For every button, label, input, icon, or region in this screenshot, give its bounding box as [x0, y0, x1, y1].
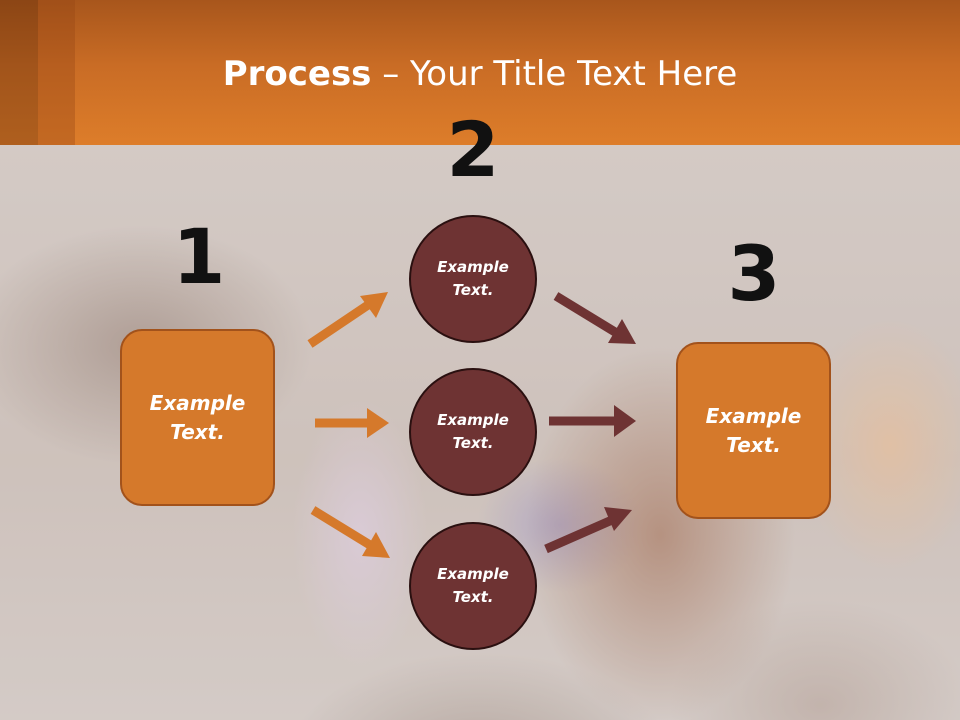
- step-number-1: 1: [172, 212, 226, 301]
- left-box-text: Example Text.: [149, 390, 246, 444]
- arrow-to-circle-bottom: [310, 506, 390, 558]
- circle-bottom[interactable]: Example Text.: [409, 522, 537, 650]
- circle-bottom-text: Example Text.: [437, 565, 509, 606]
- slide-title: Process – Your Title Text Here: [0, 52, 960, 96]
- arrow-to-circle-top: [307, 292, 388, 348]
- circle-top-text: Example Text.: [437, 258, 509, 299]
- header-stripe-light: [38, 0, 75, 145]
- right-process-box[interactable]: Example Text.: [676, 342, 831, 519]
- circle-middle[interactable]: Example Text.: [409, 368, 537, 496]
- arrow-from-circle-middle: [549, 405, 636, 437]
- title-rest: – Your Title Text Here: [371, 54, 738, 94]
- step-number-2: 2: [446, 105, 500, 194]
- title-bold: Process: [222, 54, 372, 94]
- header-bar: Process – Your Title Text Here: [0, 0, 960, 145]
- circle-middle-text: Example Text.: [437, 411, 509, 452]
- arrow-to-circle-middle: [315, 408, 389, 438]
- header-stripe-dark: [0, 0, 38, 145]
- right-box-text: Example Text.: [705, 403, 802, 457]
- step-number-3: 3: [727, 229, 781, 318]
- arrow-from-circle-bottom: [544, 507, 632, 554]
- circle-top[interactable]: Example Text.: [409, 215, 537, 343]
- arrow-from-circle-top: [553, 292, 636, 344]
- left-process-box[interactable]: Example Text.: [120, 329, 275, 506]
